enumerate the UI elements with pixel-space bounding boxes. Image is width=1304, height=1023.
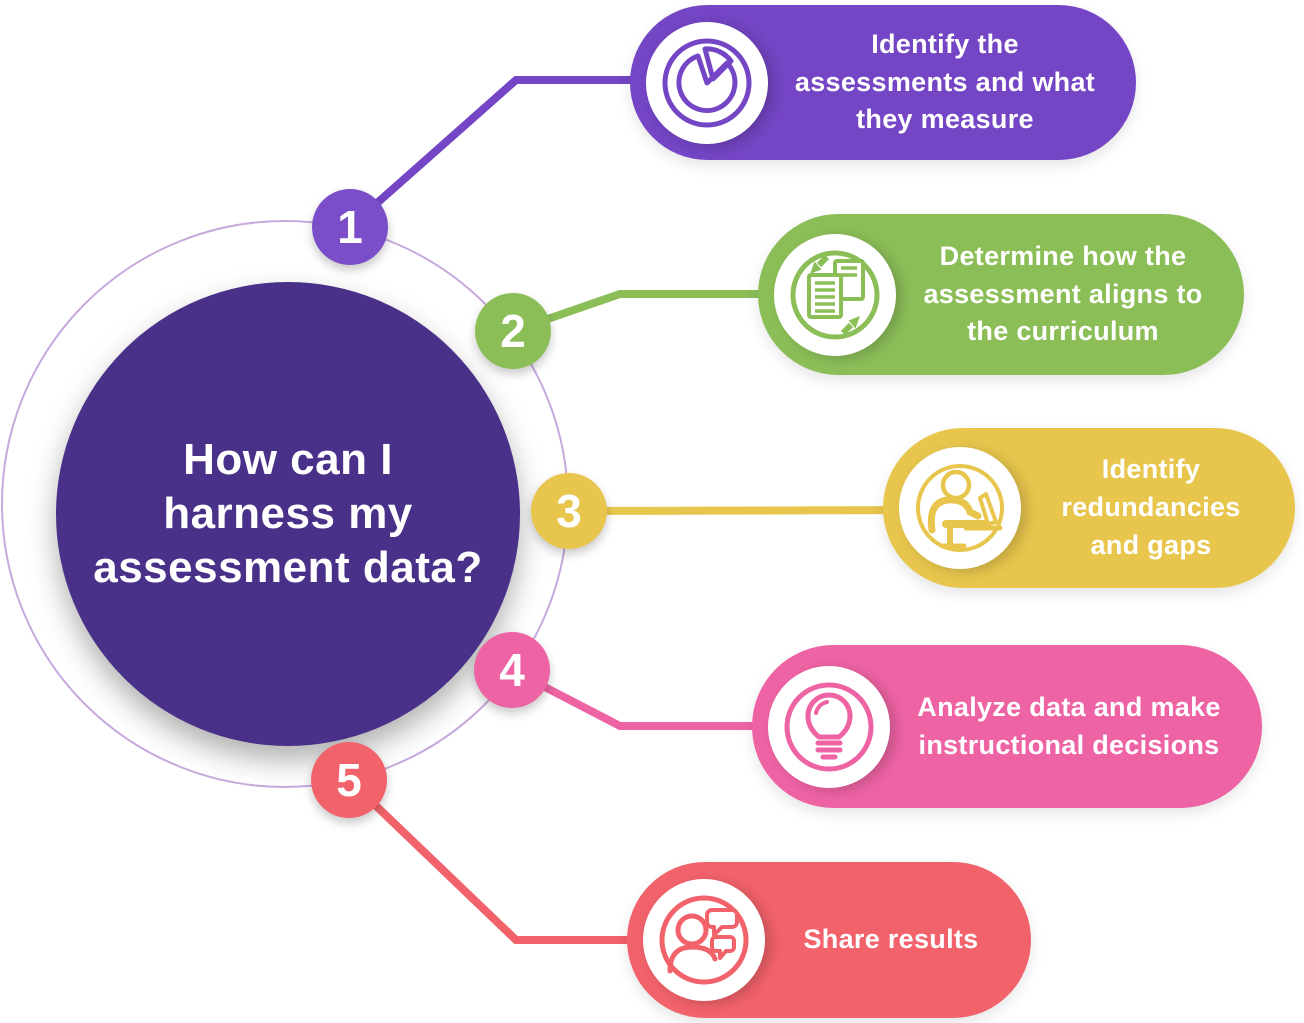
step-1-number-badge: 1: [312, 189, 388, 265]
step-4-number: 4: [499, 644, 525, 696]
step-5-number-badge: 5: [311, 742, 387, 818]
step-2-pill: Determine how the assessment aligns to t…: [758, 214, 1244, 375]
connector-step-2: [511, 290, 800, 335]
step-2-icon-badge: [774, 233, 896, 356]
step-1-pill: Identify the assessments and what they m…: [630, 5, 1136, 160]
step-3-pill: Identify redundancies and gaps: [883, 428, 1295, 588]
step-4-pill: Analyze data and make instructional deci…: [752, 645, 1262, 808]
person-laptop-icon: [916, 464, 1004, 552]
lightbulb-icon: [784, 682, 874, 771]
step-1-number: 1: [337, 201, 363, 253]
step-1-icon-badge: [646, 21, 768, 144]
step-4-icon-badge: [768, 665, 890, 788]
step-2-number: 2: [500, 305, 526, 357]
step-4-number-badge: 4: [474, 632, 550, 708]
step-3-label: Identify redundancies and gaps: [1061, 454, 1241, 560]
connector-step-3: [568, 506, 931, 515]
central-question-circle: How can I harness my assessment data?: [56, 282, 520, 746]
step-5-label: Share results: [803, 924, 979, 955]
step-2-number-badge: 2: [475, 293, 551, 369]
step-5-number: 5: [336, 754, 362, 806]
pie-chart-icon: [662, 38, 752, 127]
person-speech-bubbles-icon: [659, 895, 749, 985]
step-5-pill: Share results: [627, 862, 1031, 1018]
connector-step-5: [346, 777, 680, 944]
step-3-icon-badge: [899, 447, 1021, 569]
step-2-label: Determine how the assessment aligns to t…: [923, 240, 1203, 347]
step-3-number: 3: [556, 485, 582, 537]
step-3-number-badge: 3: [531, 473, 607, 549]
documents-sync-icon: [790, 250, 880, 339]
step-4-label: Analyze data and make instructional deci…: [917, 691, 1221, 760]
central-question-title: How can I harness my assessment data?: [93, 435, 483, 592]
step-1-label: Identify the assessments and what they m…: [794, 28, 1096, 135]
step-5-icon-badge: [643, 879, 765, 1001]
connector-step-4: [510, 666, 800, 730]
